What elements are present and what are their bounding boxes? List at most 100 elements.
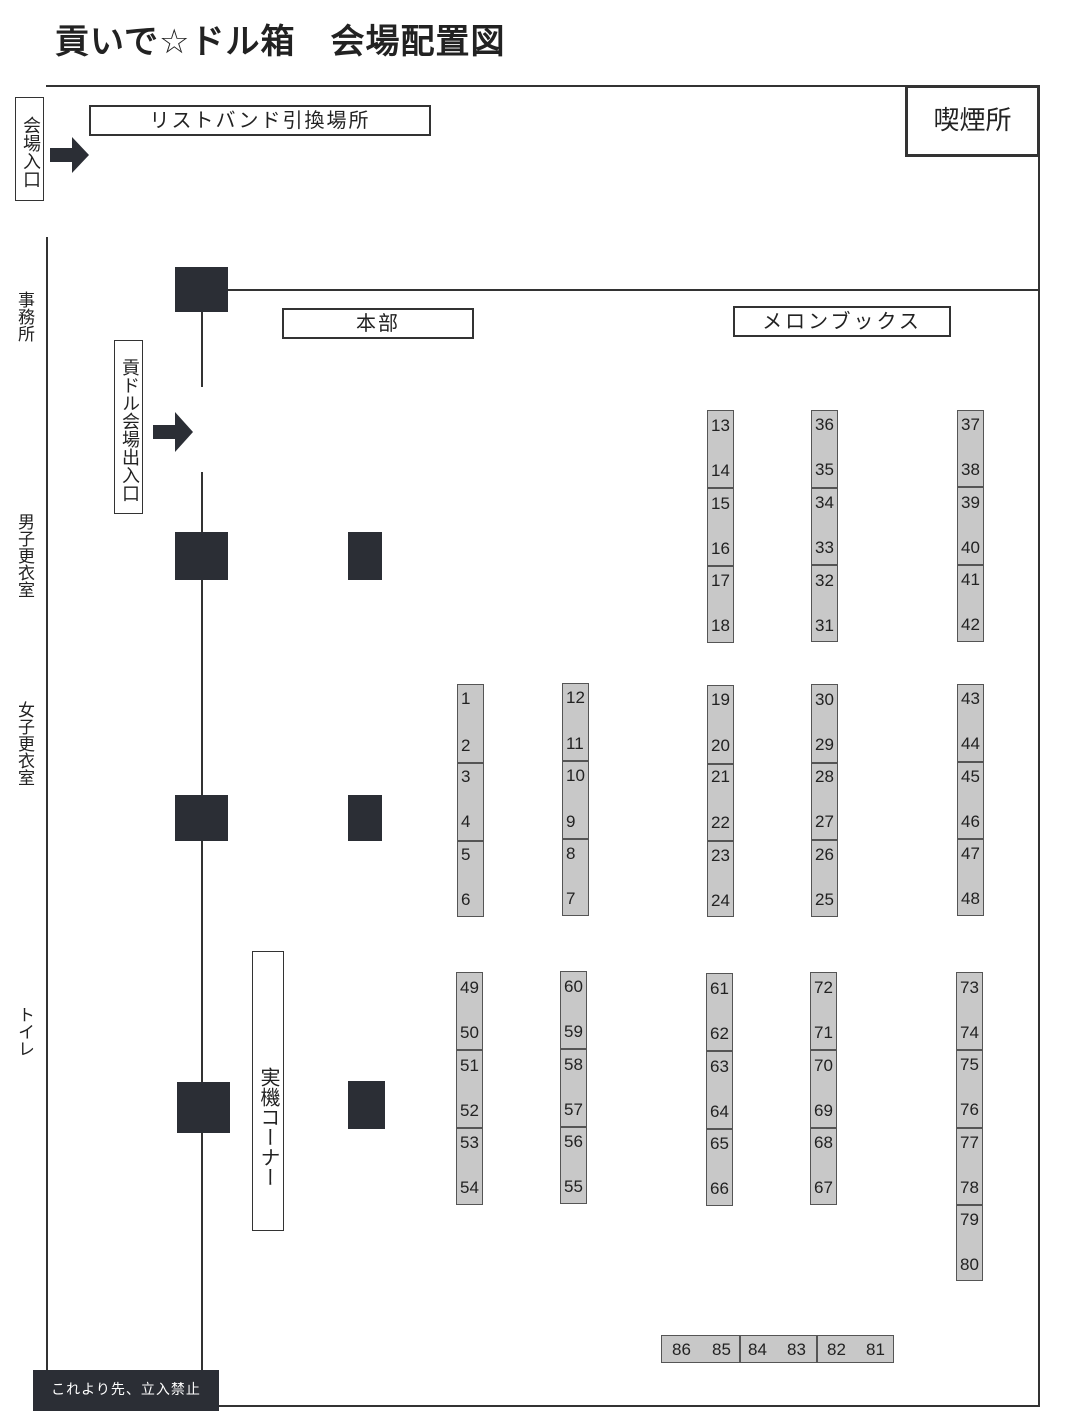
booth-number: 7 xyxy=(566,889,576,908)
booth-number: 49 xyxy=(460,978,479,997)
booth-number: 34 xyxy=(815,493,834,512)
booth-number: 70 xyxy=(814,1056,833,1075)
booth-number: 61 xyxy=(710,979,729,998)
pillar xyxy=(348,1081,385,1129)
booth-table xyxy=(957,684,984,916)
booth-number: 45 xyxy=(961,767,980,786)
booth-number: 8 xyxy=(566,844,576,863)
booth-table xyxy=(810,972,837,1205)
booth-number: 17 xyxy=(711,571,730,590)
table-divider xyxy=(956,1204,983,1206)
booth-number: 85 xyxy=(712,1340,731,1359)
table-divider xyxy=(456,1127,483,1129)
booth-number: 59 xyxy=(564,1022,583,1041)
table-divider xyxy=(706,1050,733,1052)
booth-number: 15 xyxy=(711,494,730,513)
melonbooks-box: メロンブックス xyxy=(733,306,951,337)
booth-table xyxy=(457,684,484,917)
booth-number: 76 xyxy=(960,1100,979,1119)
jikki-corner-box: 実機コーナー xyxy=(252,951,284,1231)
table-divider xyxy=(811,762,838,764)
booth-number: 39 xyxy=(961,493,980,512)
mens-changing-label: 男子更衣室 xyxy=(14,513,34,598)
booth-table xyxy=(957,410,984,642)
table-divider xyxy=(739,1335,741,1363)
booth-number: 11 xyxy=(566,734,584,753)
smoking-area-box: 喫煙所 xyxy=(905,85,1040,157)
booth-number: 44 xyxy=(961,734,980,753)
booth-number: 80 xyxy=(960,1255,979,1274)
booth-number: 77 xyxy=(960,1133,979,1152)
top-wall xyxy=(46,85,1040,87)
table-divider xyxy=(707,840,734,842)
table-divider xyxy=(457,762,484,764)
booth-number: 29 xyxy=(815,735,834,754)
booth-number: 19 xyxy=(711,690,730,709)
booth-number: 56 xyxy=(564,1132,583,1151)
booth-number: 10 xyxy=(566,766,585,785)
pillar xyxy=(348,795,382,841)
booth-number: 73 xyxy=(960,978,979,997)
booth-number: 37 xyxy=(961,415,980,434)
booth-number: 6 xyxy=(461,890,471,909)
booth-number: 1 xyxy=(461,689,471,708)
pillar xyxy=(348,532,382,580)
entrance-label: 会場入口 xyxy=(20,116,41,188)
booth-number: 18 xyxy=(711,616,730,635)
booth-number: 78 xyxy=(960,1178,979,1197)
pillar xyxy=(175,795,228,841)
table-divider xyxy=(560,1126,587,1128)
booth-table xyxy=(707,685,734,917)
booth-number: 66 xyxy=(710,1179,729,1198)
table-divider xyxy=(816,1335,818,1363)
booth-number: 33 xyxy=(815,538,834,557)
booth-table xyxy=(811,410,838,642)
booth-number: 83 xyxy=(787,1340,806,1359)
hall-top-wall xyxy=(201,289,1040,291)
booth-number: 9 xyxy=(566,812,576,831)
booth-number: 54 xyxy=(460,1178,479,1197)
womens-changing-label: 女子更衣室 xyxy=(14,701,34,786)
booth-table xyxy=(811,684,838,917)
booth-number: 51 xyxy=(460,1056,479,1075)
toilet-label: トイレ xyxy=(14,1006,34,1057)
booth-number: 46 xyxy=(961,812,980,831)
office-label: 事務所 xyxy=(14,291,34,342)
booth-number: 52 xyxy=(460,1101,479,1120)
jikki-corner-label: 実機コーナー xyxy=(257,1067,281,1187)
table-divider xyxy=(457,840,484,842)
smoking-area-label: 喫煙所 xyxy=(933,106,1012,136)
booth-number: 5 xyxy=(461,845,471,864)
table-divider xyxy=(957,564,984,566)
booth-number: 65 xyxy=(710,1134,729,1153)
booth-number: 26 xyxy=(815,845,834,864)
booth-number: 48 xyxy=(961,889,980,908)
booth-table xyxy=(456,972,483,1205)
table-divider xyxy=(957,761,984,763)
wristband-box: リストバンド引換場所 xyxy=(89,105,431,136)
honbu-box: 本部 xyxy=(282,308,474,339)
booth-number: 16 xyxy=(711,539,730,558)
pillar xyxy=(175,267,228,312)
booth-number: 27 xyxy=(815,812,834,831)
booth-number: 64 xyxy=(710,1102,729,1121)
booth-number: 41 xyxy=(961,570,980,589)
table-divider xyxy=(957,838,984,840)
booth-number: 82 xyxy=(827,1340,846,1359)
booth-table xyxy=(560,971,587,1204)
table-divider xyxy=(957,486,984,488)
booth-number: 47 xyxy=(961,844,980,863)
table-divider xyxy=(706,1128,733,1130)
booth-number: 86 xyxy=(672,1340,691,1359)
hall-left-wall-upper xyxy=(201,289,203,387)
booth-number: 69 xyxy=(814,1101,833,1120)
bottom-wall xyxy=(200,1405,1040,1407)
table-divider xyxy=(707,487,734,489)
booth-number: 22 xyxy=(711,813,730,832)
melonbooks-label: メロンブックス xyxy=(762,309,922,333)
booth-number: 12 xyxy=(566,688,585,707)
booth-table xyxy=(956,972,983,1281)
no-entry-label: これより先、立入禁止 xyxy=(51,1382,201,1398)
table-divider xyxy=(562,760,589,762)
venue-entrance-box: 貢ドル会場出入口 xyxy=(114,340,143,514)
